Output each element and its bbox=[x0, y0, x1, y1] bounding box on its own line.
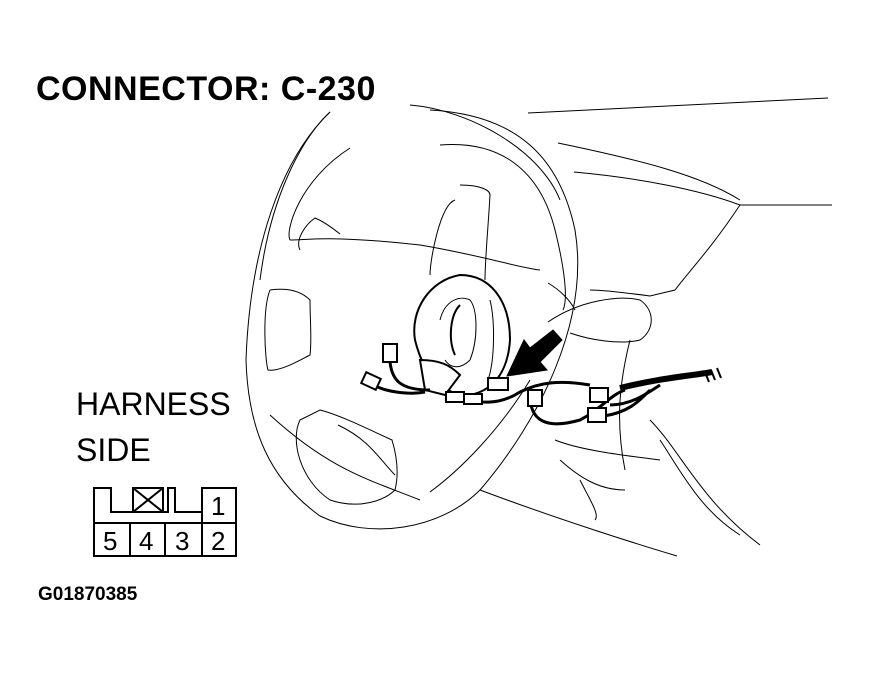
pin-4-label: 4 bbox=[139, 526, 153, 556]
connector-outline bbox=[93, 487, 237, 557]
harness-side-label-line2: SIDE bbox=[76, 432, 151, 468]
figure-id: G01870385 bbox=[38, 584, 138, 605]
callout-arrow-icon bbox=[506, 329, 563, 377]
harness-end-marks bbox=[704, 367, 722, 383]
unused-cavity-x-icon bbox=[132, 487, 164, 513]
clock-spring bbox=[413, 273, 512, 397]
pin-5-label: 5 bbox=[103, 526, 117, 556]
dashboard-lines bbox=[409, 97, 832, 557]
connector-face-diagram: 1 5 4 3 2 bbox=[93, 487, 237, 557]
harness-side-label-line1: HARNESS bbox=[76, 386, 231, 422]
steering-column bbox=[547, 282, 761, 546]
connector-title: CONNECTOR: C-230 bbox=[36, 70, 376, 108]
steering-wheel-rim bbox=[245, 109, 579, 530]
pin-2-label: 2 bbox=[211, 526, 225, 556]
pin-3-label: 3 bbox=[175, 526, 189, 556]
pin-1-label: 1 bbox=[211, 491, 225, 521]
connector-plugs bbox=[359, 343, 609, 423]
